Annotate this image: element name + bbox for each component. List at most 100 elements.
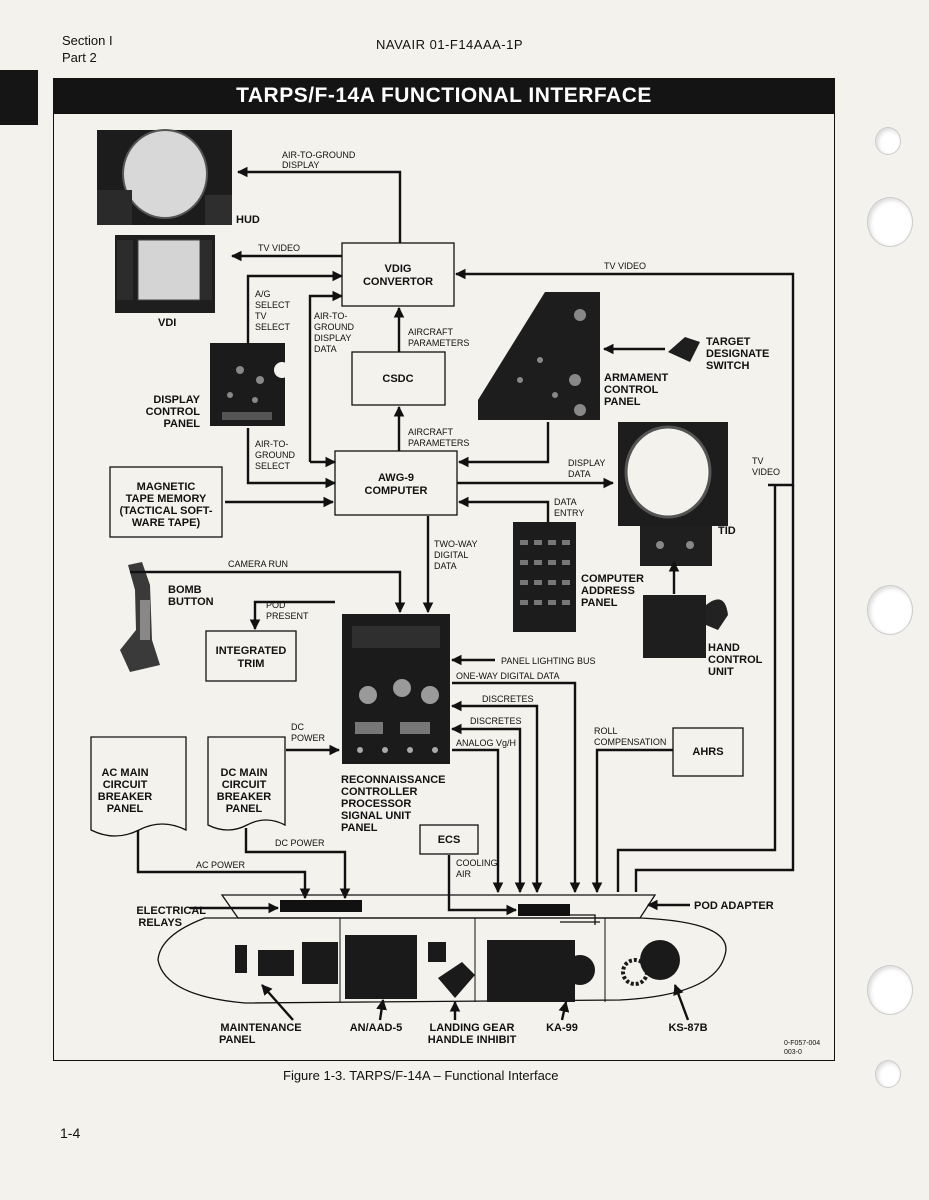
dcp-line-2: CONTROL <box>146 406 201 418</box>
tds-line-2: DESIGNATE <box>706 348 769 360</box>
maintenance-panel-device <box>235 942 338 984</box>
sig-atg-display-2: DISPLAY <box>282 160 319 170</box>
dcp-line-3: PANEL <box>164 418 201 430</box>
hud-device <box>97 129 232 225</box>
tds-line-3: SWITCH <box>706 360 749 372</box>
figure-caption: Figure 1-3. TARPS/F-14A – Functional Int… <box>283 1068 559 1083</box>
sig-params2-2: PARAMETERS <box>408 438 469 448</box>
pod-adapter-bar <box>518 904 570 916</box>
figure-id-1: 0-F057-004 <box>784 1040 820 1047</box>
acp-line-2: CONTROL <box>604 384 659 396</box>
dcp-line-1: DISPLAY <box>153 394 200 406</box>
sig-dc-power-1a: DC <box>291 722 304 732</box>
rcpsu-device <box>342 614 450 764</box>
an-aad5-label: AN/AAD-5 <box>350 1022 403 1034</box>
binder-hole <box>875 1060 901 1088</box>
vdig-line-1: VDIG <box>385 263 412 275</box>
mtm-line-3: (TACTICAL SOFT- <box>119 505 212 517</box>
dc-main-panel-box <box>207 736 286 831</box>
vdi-device <box>115 235 215 313</box>
page-title: TARPS/F-14A FUNCTIONAL INTERFACE <box>53 78 835 113</box>
acp-line-1: ARMAMENT <box>604 372 668 384</box>
tid-device <box>618 422 728 566</box>
tid-label: TID <box>718 525 736 537</box>
dc-panel-line-4: PANEL <box>226 803 263 815</box>
section-tab-marker <box>0 70 38 125</box>
sig-atg-data-3: DISPLAY <box>314 333 351 343</box>
bomb-button-line-1: BOMB <box>168 584 202 596</box>
sig-atg-data-1: AIR-TO- <box>314 311 347 321</box>
tds-line-1: TARGET <box>706 336 751 348</box>
ahrs-label: AHRS <box>692 746 723 758</box>
ahrs-box <box>672 727 744 777</box>
sig-dc-power-2: DC POWER <box>275 838 325 848</box>
hand-control-unit-device <box>643 595 728 658</box>
vdig-line-2: CONVERTOR <box>363 276 433 288</box>
armament-control-panel-device <box>478 292 600 420</box>
sig-roll-comp-2: COMPENSATION <box>594 737 666 747</box>
sig-atg-select-1: AIR-TO- <box>255 439 288 449</box>
landing-gear-device <box>428 942 475 998</box>
sig-cooling-2: AIR <box>456 869 472 879</box>
sig-two-way-1: TWO-WAY <box>434 539 478 549</box>
part-label: Part 2 <box>62 50 97 65</box>
cap-line-3: PANEL <box>581 597 618 609</box>
sig-ag-select-1: A/G <box>255 289 271 299</box>
awg9-line-1: AWG-9 <box>378 472 414 484</box>
dc-panel-line-3: BREAKER <box>217 791 271 803</box>
doc-number: NAVAIR 01-F14AAA-1P <box>376 37 524 52</box>
sig-atg-select-3: SELECT <box>255 461 291 471</box>
sig-tv-video-tid-1: TV <box>752 456 764 466</box>
sig-ag-select-2: SELECT <box>255 300 291 310</box>
ac-main-panel-box <box>90 736 187 837</box>
pod-adapter-label: POD ADAPTER <box>694 900 774 912</box>
sig-ag-select-3: TV <box>255 311 267 321</box>
figure-id-2: 003-0 <box>784 1049 802 1056</box>
sig-two-way-2: DIGITAL <box>434 550 468 560</box>
bomb-button-stick-device <box>120 562 160 672</box>
ac-panel-line-4: PANEL <box>107 803 144 815</box>
ks87b-device <box>621 940 680 986</box>
integrated-trim-box <box>205 630 297 682</box>
sig-params1-1: AIRCRAFT <box>408 327 454 337</box>
sig-discretes-2: DISCRETES <box>470 716 522 726</box>
sig-camera-run: CAMERA RUN <box>228 559 288 569</box>
relays-line-1: ELECTRICAL <box>136 905 206 917</box>
bomb-button-line-2: BUTTON <box>168 596 214 608</box>
acp-line-3: PANEL <box>604 396 641 408</box>
maint-line-2: PANEL <box>219 1034 256 1046</box>
hcu-line-3: UNIT <box>708 666 734 678</box>
sig-one-way: ONE-WAY DIGITAL DATA <box>456 671 560 681</box>
cap-line-1: COMPUTER <box>581 573 644 585</box>
electrical-relays-bar <box>280 900 362 912</box>
ac-panel-line-1: AC MAIN <box>101 767 148 779</box>
binder-hole <box>867 197 913 247</box>
mtm-line-2: TAPE MEMORY <box>126 493 207 505</box>
sig-two-way-3: DATA <box>434 561 457 571</box>
landing-gear-line-1: LANDING GEAR <box>430 1022 515 1034</box>
sig-cooling-1: COOLING <box>456 858 498 868</box>
sig-pod-present-1: POD <box>266 600 286 610</box>
sig-analog: ANALOG Vg/H <box>456 738 516 748</box>
hcu-line-2: CONTROL <box>708 654 763 666</box>
dc-panel-line-2: CIRCUIT <box>222 779 267 791</box>
hud-label: HUD <box>236 214 260 226</box>
hcu-line-1: HAND <box>708 642 740 654</box>
ac-panel-line-2: CIRCUIT <box>103 779 148 791</box>
computer-address-panel-device <box>513 522 576 632</box>
sig-display-data-1: DISPLAY <box>568 458 605 468</box>
sig-data-entry-2: ENTRY <box>554 508 584 518</box>
an-aad5-device <box>345 935 417 999</box>
sig-pod-present-2: PRESENT <box>266 611 309 621</box>
section-label: Section I <box>62 33 113 48</box>
sig-params1-2: PARAMETERS <box>408 338 469 348</box>
sig-atg-data-2: GROUND <box>314 322 354 332</box>
sig-tv-video-top: TV VIDEO <box>604 261 646 271</box>
binder-hole <box>867 585 913 635</box>
binder-hole <box>875 127 901 155</box>
rcpsu-line-1: RECONNAISSANCE <box>341 774 446 786</box>
ka99-device <box>487 940 595 1002</box>
rcpsu-line-4: SIGNAL UNIT <box>341 810 411 822</box>
